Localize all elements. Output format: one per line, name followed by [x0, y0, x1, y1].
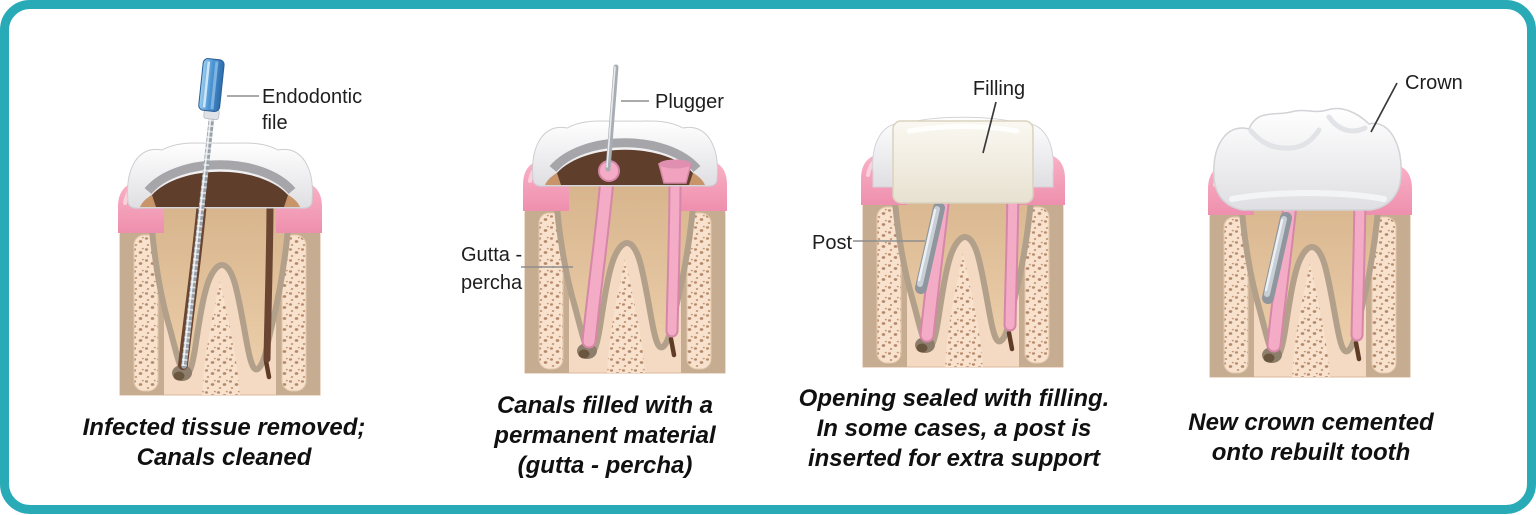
caption-line: New crown cemented: [1188, 409, 1434, 436]
caption-line: Infected tissue removed;: [82, 414, 366, 441]
caption-line: (gutta - percha): [517, 452, 693, 479]
tooth-step-4: [1208, 109, 1412, 377]
endodontic-file-tool: [181, 58, 225, 369]
gutta-percha-label-line1: Gutta -: [461, 244, 522, 266]
step-3-caption: Opening sealed with filling. In some cas…: [764, 384, 1144, 474]
sealing-filling: [873, 117, 1054, 203]
file-handle: [198, 58, 225, 112]
step-1-illustration: Endodontic file: [17, 58, 362, 402]
caption-line: Canals filled with a: [496, 392, 714, 419]
step-3-panel: Filling Post Opening sealed with filling…: [777, 17, 1157, 515]
caption-line: Canals cleaned: [136, 444, 312, 471]
caption-line: permanent material: [494, 422, 716, 449]
tooth-step-1: [118, 143, 322, 395]
gutta-percha-label-line2: percha: [461, 272, 523, 294]
post-label: Post: [812, 232, 852, 254]
filling-callout-line: [982, 101, 997, 154]
plugger-tool: [605, 64, 619, 172]
caption-line: inserted for extra support: [807, 445, 1101, 472]
opened-crown: [533, 121, 718, 186]
cemented-crown: [1214, 109, 1401, 210]
caption-line: Opening sealed with filling.: [798, 385, 1110, 412]
crown-callout-line: [1370, 82, 1398, 133]
endodontic-file-label-line1: Endodontic: [262, 86, 362, 108]
endodontic-file-label-line2: file: [262, 112, 288, 134]
step-2-panel: Plugger Gutta - percha Canals filled wit…: [397, 17, 777, 515]
step-4-panel: Crown New crown cemented onto rebuilt to…: [1157, 17, 1536, 515]
step-4-illustration: Crown: [1157, 72, 1463, 402]
step-1-caption: Infected tissue removed; Canals cleaned: [34, 413, 414, 473]
bone-gums-roots: [118, 182, 322, 395]
crown-label: Crown: [1405, 72, 1463, 94]
step-2-caption: Canals filled with a permanent material …: [415, 391, 795, 481]
step-2-illustration: Plugger Gutta - percha: [461, 64, 777, 402]
filling-label: Filling: [973, 78, 1025, 100]
tooth-step-3: [861, 117, 1065, 367]
caption-line: In some cases, a post is: [816, 415, 1092, 442]
caption-line: onto rebuilt tooth: [1211, 439, 1411, 466]
opened-crown: [128, 143, 313, 208]
step-3-illustration: Filling Post: [812, 78, 1157, 402]
step-1-panel: Endodontic file Infected tissue removed;…: [17, 17, 397, 515]
plugger-label: Plugger: [655, 91, 724, 113]
tooth-step-2: [523, 121, 727, 373]
step-4-caption: New crown cemented onto rebuilt tooth: [1121, 408, 1501, 468]
